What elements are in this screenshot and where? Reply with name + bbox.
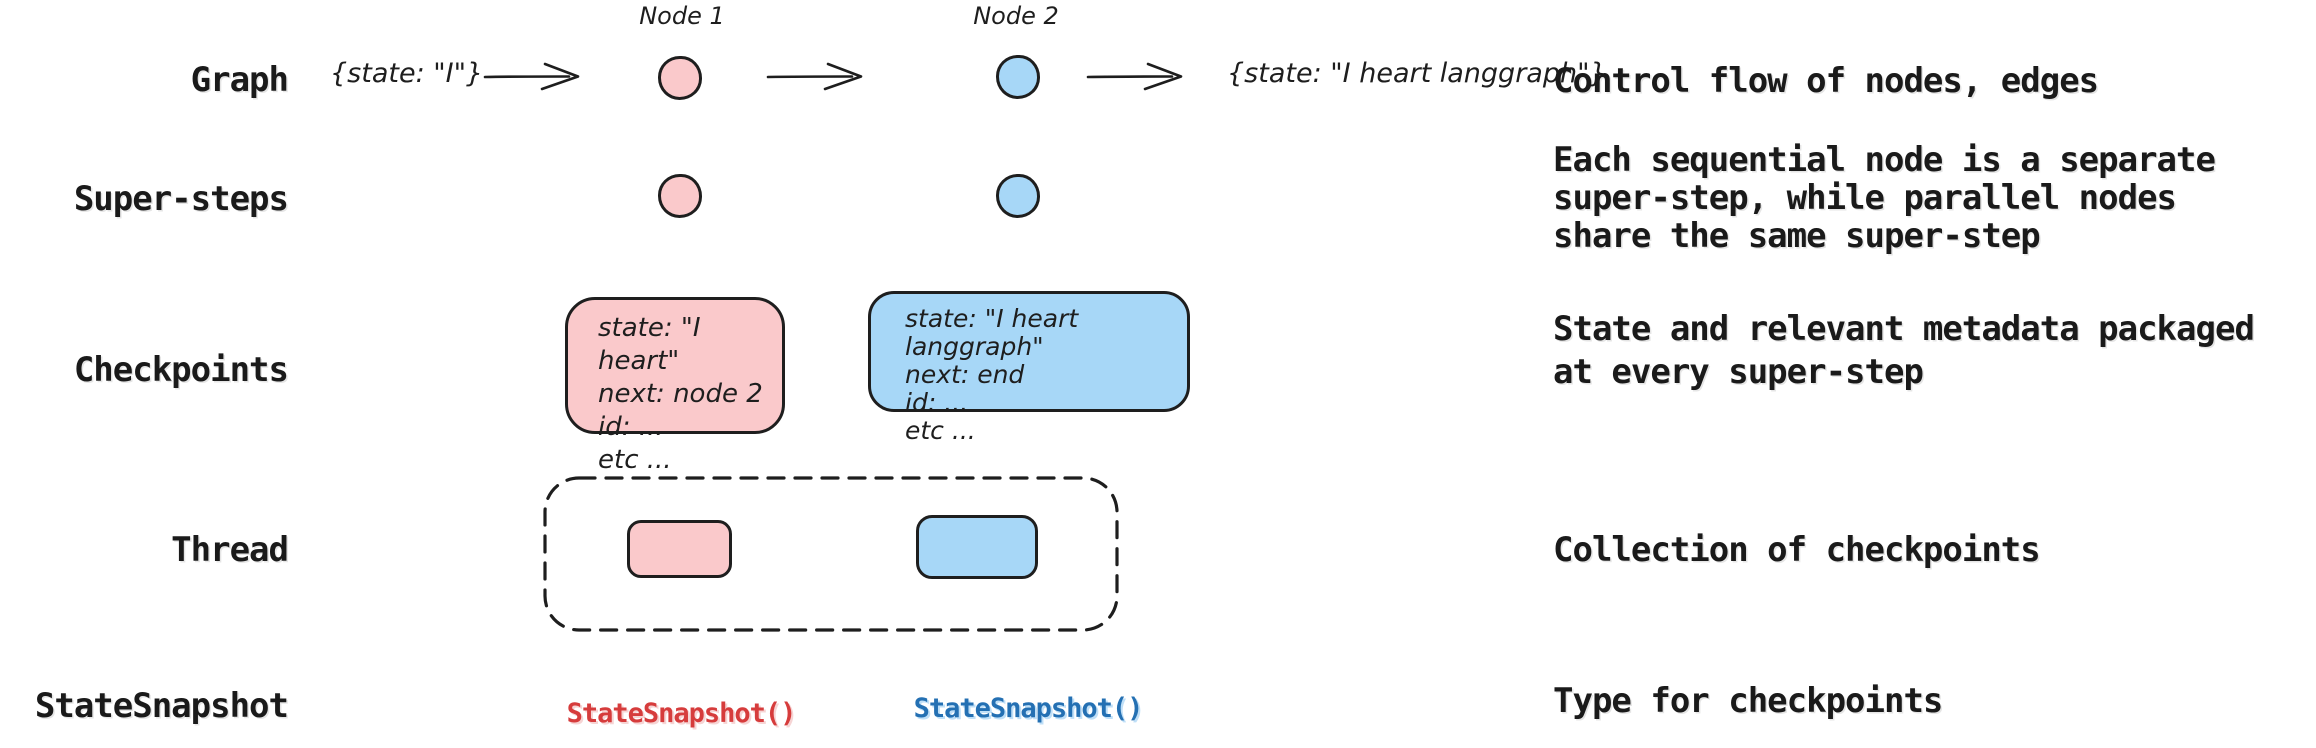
desc-graph: Control flow of nodes, edges xyxy=(1553,61,2099,101)
edge-arrow-icon xyxy=(766,62,863,91)
thread-checkpoint-pink xyxy=(627,520,732,578)
edge-arrow-icon xyxy=(1086,62,1183,91)
node2-label: Node 2 xyxy=(973,2,1059,30)
graph-output-state-text: {state: "I heart langgraph"} xyxy=(1227,58,1607,89)
state-snapshot-code-pink: StateSnapshot() xyxy=(566,698,797,729)
thread-dashed-container xyxy=(543,476,1119,632)
super-step-node2-circle xyxy=(996,174,1040,218)
checkpoint-box-node2: state: "I heart langgraph" next: end id:… xyxy=(868,291,1190,445)
node1-label: Node 1 xyxy=(639,2,725,30)
checkpoint-box-node1: state: "I heart" next: node 2 id: ... et… xyxy=(565,297,785,475)
row-label-super-steps: Super-steps xyxy=(73,179,289,219)
row-label-state-snapshot: StateSnapshot xyxy=(34,686,289,726)
desc-checkpoints: State and relevant metadata packaged at … xyxy=(1553,309,2255,392)
super-step-node1-circle xyxy=(658,174,702,218)
edge-arrow-icon xyxy=(483,62,580,91)
node1-circle xyxy=(658,56,702,100)
desc-thread: Collection of checkpoints xyxy=(1553,530,2041,570)
row-label-graph: Graph xyxy=(190,60,289,100)
state-snapshot-code-blue: StateSnapshot() xyxy=(913,693,1144,724)
row-label-checkpoints: Checkpoints xyxy=(73,350,289,390)
thread-checkpoint-blue xyxy=(916,515,1038,579)
row-label-thread: Thread xyxy=(171,530,289,570)
desc-super-steps: Each sequential node is a separate super… xyxy=(1553,140,2216,256)
desc-state-snapshot: Type for checkpoints xyxy=(1553,681,1943,721)
node2-circle xyxy=(996,55,1040,99)
graph-input-state-text: {state: "I"} xyxy=(330,58,484,89)
